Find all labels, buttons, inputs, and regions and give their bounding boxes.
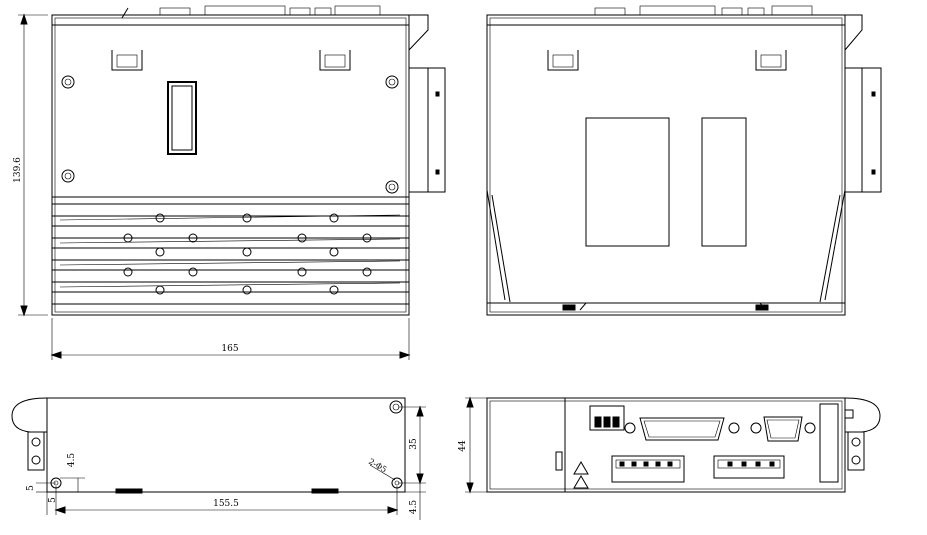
heatsink bbox=[52, 196, 409, 305]
mount-clip bbox=[319, 50, 351, 71]
warning-icon bbox=[573, 461, 589, 475]
mount-clip bbox=[547, 50, 579, 71]
dim-bottom-left-v1: 4.5 bbox=[67, 453, 77, 468]
db15-connector bbox=[750, 416, 816, 442]
front-view: 139.6 165 bbox=[13, 5, 446, 360]
dim-bottom-right-h2: 4.5 bbox=[409, 500, 419, 515]
screw-icon bbox=[61, 75, 75, 89]
mount-clip bbox=[755, 50, 787, 71]
dip-switch bbox=[589, 405, 625, 431]
terminal-block bbox=[713, 455, 785, 479]
screw-icon bbox=[385, 75, 399, 89]
screw-icon bbox=[61, 169, 75, 183]
dim-width-front: 165 bbox=[221, 344, 238, 354]
mount-clip bbox=[111, 50, 143, 71]
dim-bottom-left-v2: 5 bbox=[26, 485, 36, 491]
dim-end-height: 44 bbox=[458, 440, 468, 452]
dim-bottom-left-h: 5 bbox=[48, 497, 58, 503]
db25-connector bbox=[624, 417, 740, 441]
screw-icon bbox=[385, 180, 399, 194]
bottom-view: 155.5 4.5 5 5 35 4.5 2-Φ5 bbox=[11, 397, 426, 520]
hole-callout: 2-Φ5 bbox=[367, 457, 388, 475]
terminal-block bbox=[611, 455, 685, 483]
dim-bottom-width: 155.5 bbox=[213, 499, 239, 509]
dim-height-front: 139.6 bbox=[13, 157, 23, 183]
dim-bottom-right-h1: 35 bbox=[409, 438, 419, 450]
end-view: 44 bbox=[458, 396, 881, 494]
back-view bbox=[486, 5, 882, 316]
warning-icon bbox=[573, 475, 589, 489]
